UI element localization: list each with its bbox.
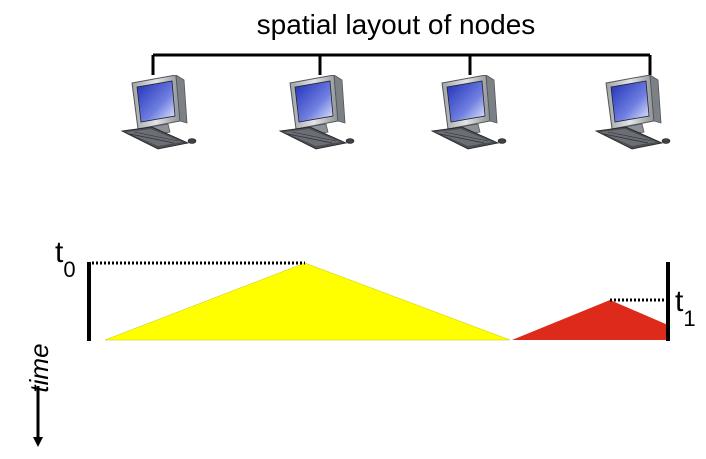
first-transmission-propagation <box>104 262 511 341</box>
time-axis-label: time <box>24 343 54 392</box>
t0-label: t0 <box>55 236 76 282</box>
t1-base: t <box>675 285 684 318</box>
t1-sub: 1 <box>683 306 695 331</box>
diagram-title: spatial layout of nodes <box>257 9 536 40</box>
node-4 <box>595 75 671 150</box>
t0-base: t <box>55 236 64 269</box>
computer-icon <box>595 75 671 150</box>
t0-sub: 0 <box>63 257 75 282</box>
computer-icon <box>431 75 507 150</box>
network-bus <box>151 53 652 75</box>
node-1 <box>121 75 197 150</box>
computer-icon <box>121 75 197 150</box>
t1-label: t1 <box>675 285 696 331</box>
node-2 <box>279 75 355 150</box>
computer-icon <box>279 75 355 150</box>
second-transmission-propagation <box>512 300 668 340</box>
node-3 <box>431 75 507 150</box>
